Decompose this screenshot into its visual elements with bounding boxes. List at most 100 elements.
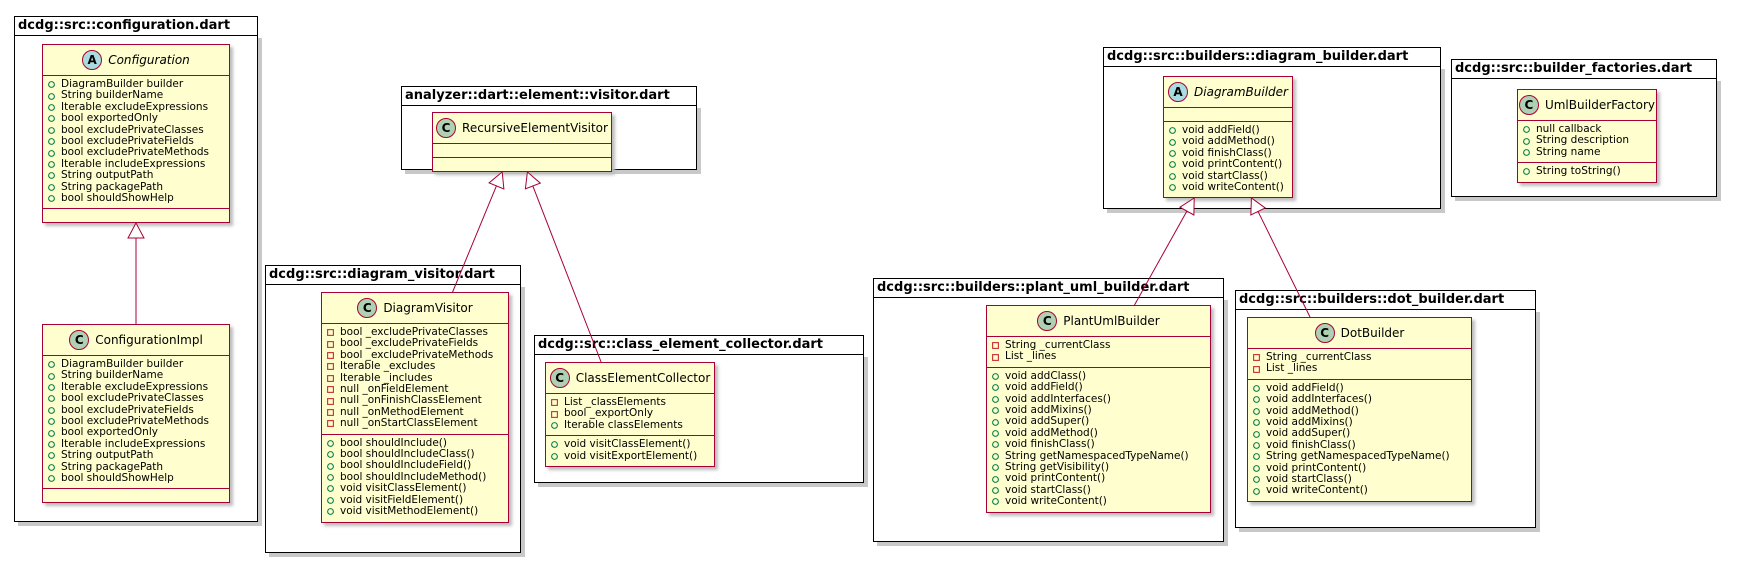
member-text: void startClass() [1182, 169, 1268, 182]
member-text: bool shouldIncludeField() [340, 459, 472, 472]
public-visibility-icon [1169, 161, 1176, 169]
public-visibility-icon [992, 395, 999, 403]
private-visibility-icon [992, 353, 999, 361]
member-text: List _classElements [564, 396, 666, 408]
public-visibility-icon [48, 418, 55, 426]
abstract-class-icon: A [1168, 82, 1189, 102]
public-visibility-icon [1253, 396, 1260, 404]
member-text: void addSuper() [1005, 415, 1090, 428]
member-text: String toString() [1536, 165, 1621, 178]
member-text: bool shouldIncludeMethod() [340, 470, 487, 483]
class-field: bool shouldShowHelp [47, 472, 225, 484]
member-text: Iterable _excludes [340, 360, 436, 373]
public-visibility-icon [1523, 126, 1530, 134]
class-method: void addField() [1168, 124, 1288, 136]
public-visibility-icon [48, 126, 55, 134]
package-name: dcdg::src::builders::plant_uml_builder.d… [873, 278, 1224, 298]
inheritance-arrowhead-class-element-collector [524, 171, 542, 190]
member-text: Iterable excludeExpressions [61, 380, 209, 393]
public-visibility-icon [327, 508, 334, 516]
member-text: Iterable includeExpressions [61, 157, 206, 170]
class-field: DiagramBuilder builder [47, 78, 225, 90]
public-visibility-icon [992, 464, 999, 472]
public-visibility-icon [1253, 464, 1260, 472]
class-method: void visitMethodElement() [326, 505, 504, 517]
class-field: List _classElements [550, 396, 710, 408]
member-text: void visitClassElement() [340, 482, 467, 495]
member-text: void addInterfaces() [1266, 393, 1372, 406]
member-text: bool shouldIncludeClass() [340, 448, 475, 461]
public-visibility-icon [48, 138, 55, 146]
class-field: bool _excludePrivateClasses [326, 326, 504, 338]
public-visibility-icon [992, 418, 999, 426]
class-method: void visitClassElement() [326, 482, 504, 495]
class-method: void visitExportElement() [550, 449, 710, 462]
class-icon: C [1518, 95, 1539, 115]
class-field: String _currentClass [1252, 351, 1467, 363]
public-visibility-icon [1169, 138, 1176, 146]
public-visibility-icon [992, 407, 999, 415]
member-text: Iterable includeExpressions [61, 437, 206, 450]
public-visibility-icon [48, 406, 55, 414]
class-name: PlantUmlBuilder [1063, 314, 1160, 328]
inheritance-arrowhead-configuration-impl [127, 221, 145, 239]
class-field: Iterable includeExpressions [47, 437, 225, 450]
public-visibility-icon [48, 183, 55, 191]
class-method: void finishClass() [1168, 147, 1288, 159]
member-text: void addMixins() [1266, 416, 1353, 429]
member-text: void writeContent() [1005, 495, 1107, 508]
class-method: void printContent() [991, 473, 1206, 484]
class-icon: C [1037, 311, 1058, 331]
member-text: void printContent() [1266, 461, 1367, 474]
member-text: void addSuper() [1266, 427, 1351, 440]
private-visibility-icon [551, 399, 558, 407]
class-field: Iterable includeExpressions [47, 157, 225, 170]
member-text: String outputPath [61, 169, 154, 182]
class-method: void addField() [1252, 382, 1467, 394]
member-text: bool _exportOnly [564, 407, 654, 420]
member-text: void visitClassElement() [564, 438, 691, 451]
class-method: void finishClass() [1252, 439, 1467, 451]
class-method: void addMethod() [1168, 135, 1288, 147]
class-icon: C [1314, 323, 1335, 343]
public-visibility-icon [992, 498, 999, 506]
public-visibility-icon [48, 441, 55, 448]
public-visibility-icon [48, 104, 55, 111]
fields-section [1164, 108, 1292, 122]
public-visibility-icon [1523, 137, 1530, 145]
member-text: bool shouldShowHelp [61, 192, 174, 205]
class-name: UmlBuilderFactory [1544, 98, 1656, 112]
methods-section: String toString() [1518, 163, 1656, 181]
member-text: bool _excludePrivateMethods [340, 348, 494, 361]
public-visibility-icon [992, 430, 999, 437]
class-method: void addMethod() [1252, 405, 1467, 417]
methods-section: void addField()void addMethod()void fini… [1164, 122, 1292, 197]
public-visibility-icon [327, 451, 334, 459]
member-text: void printContent() [1005, 472, 1106, 485]
fields-section [433, 144, 611, 158]
class-field: bool _excludePrivateFields [326, 337, 504, 349]
class-field: DiagramBuilder builder [47, 358, 225, 370]
member-text: void visitExportElement() [564, 449, 698, 462]
member-text: void printContent() [1182, 158, 1283, 171]
public-visibility-icon [48, 115, 55, 123]
class-field: bool _exportOnly [550, 407, 710, 420]
class-name: Configuration [108, 53, 190, 67]
public-visibility-icon [48, 429, 55, 437]
public-visibility-icon [48, 361, 55, 369]
public-visibility-icon [551, 422, 558, 429]
class-field: Iterable _includes [326, 372, 504, 384]
